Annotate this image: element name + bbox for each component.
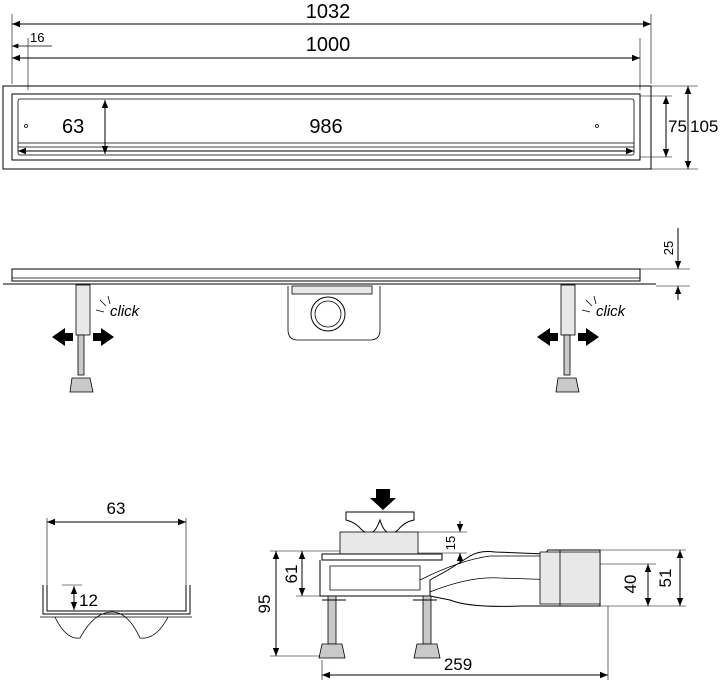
dim-outer-width: 105 <box>690 117 718 136</box>
right-leg-foot <box>555 377 580 393</box>
left-leg-rod <box>77 334 85 376</box>
dim-body-height: 61 <box>282 565 301 584</box>
outlet-housing <box>287 286 381 341</box>
outlet-right-leg <box>422 595 432 645</box>
dim-grate-depth: 12 <box>79 591 98 610</box>
side-view: 25 click click <box>3 228 690 393</box>
right-click-label: click <box>596 303 627 320</box>
grate-bottom-curve <box>54 611 169 639</box>
push-arrow-icon <box>376 489 390 499</box>
dim-outlet-inner: 40 <box>621 575 640 594</box>
grate-channel-profile <box>42 585 191 615</box>
dim-channel-length: 1000 <box>306 34 351 56</box>
left-click-label: click <box>110 303 141 320</box>
right-leg <box>560 284 576 336</box>
left-click-rays-icon <box>95 295 111 313</box>
outlet-left-leg <box>327 595 337 645</box>
dim-flange-offset: 16 <box>30 30 44 45</box>
left-leg-foot <box>69 377 94 393</box>
right-arrow-right-icon <box>578 328 599 346</box>
drain-outer-frame <box>2 85 652 170</box>
dim-outlet-length: 259 <box>444 655 472 674</box>
insert-grate <box>345 511 415 534</box>
left-arrow-right-icon <box>93 328 114 346</box>
dim-grate-width: 63 <box>62 116 84 138</box>
insert-body <box>339 531 419 555</box>
dim-overall-length: 1032 <box>306 1 351 23</box>
grate-section: 63 12 <box>40 499 192 639</box>
dim-frame-height: 25 <box>661 241 676 255</box>
top-view: 1032 16 1000 63 986 75 105 <box>2 1 718 170</box>
outlet-pipe <box>310 296 346 332</box>
grate-outline <box>17 98 635 156</box>
dim-outlet-outer: 51 <box>656 569 675 588</box>
left-leg <box>75 284 91 336</box>
drain-inner-frame <box>11 93 641 161</box>
outlet-pipe-end <box>539 551 601 605</box>
dim-grate-length: 986 <box>309 116 342 138</box>
dim-grate-top-width: 63 <box>107 499 126 518</box>
dim-insert-height: 15 <box>443 536 458 550</box>
dim-total-height: 95 <box>255 595 274 614</box>
outlet-section: 15 95 61 259 40 <box>255 489 686 680</box>
right-click-rays-icon <box>581 295 597 313</box>
dim-inner-width: 75 <box>668 117 687 136</box>
frame-bar <box>11 268 641 282</box>
right-arrow-left-icon <box>537 328 558 346</box>
right-leg-rod <box>563 334 571 376</box>
left-arrow-left-icon <box>52 328 73 346</box>
